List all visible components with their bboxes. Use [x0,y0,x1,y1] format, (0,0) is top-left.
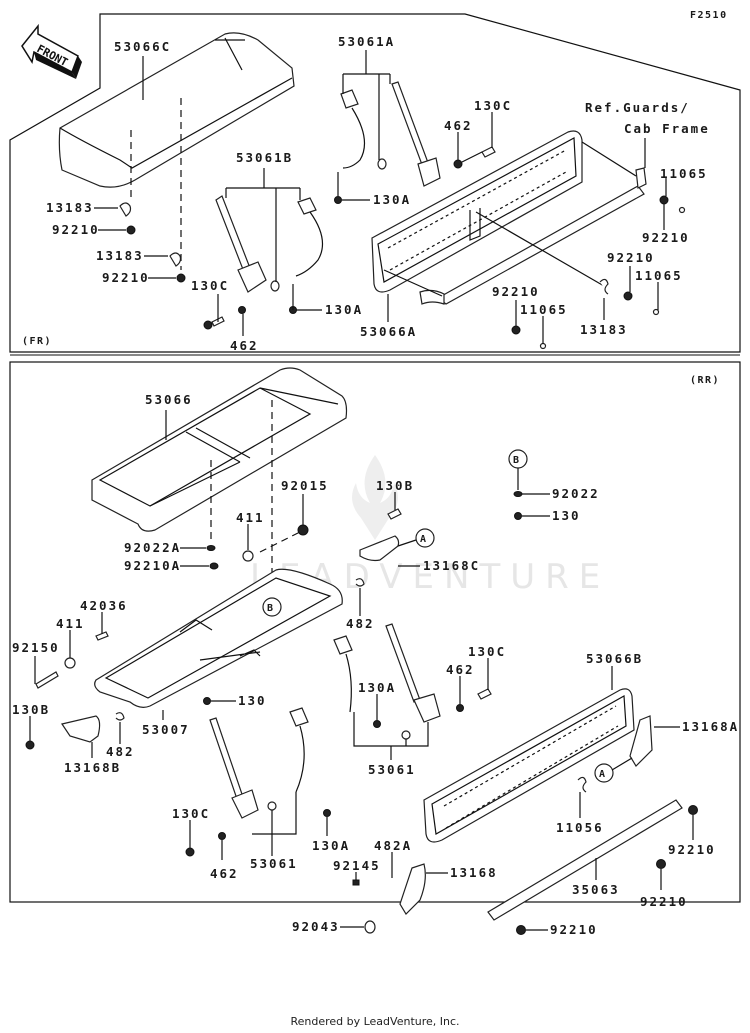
label-13183-1: 13183 [46,200,94,215]
front-panel: (FR) 53066C 13183 92210 13183 92210 [9,13,741,356]
label-53007: 53007 [142,722,190,737]
label-130c-lower: 130C [191,278,229,293]
label-130b-top: 130B [376,478,414,493]
label-11065-1: 11065 [660,166,708,181]
front-panel-border [9,13,741,353]
label-130a-right: 130A [358,680,396,695]
label-92210-4: 92210 [607,250,655,265]
rear-panel: (RR) 53066 92022A 92210A 411 92015 130B [9,361,741,937]
label-92150: 92150 [12,640,60,655]
label-482a: 482A [374,838,412,853]
seat-belt-rear-right [333,623,441,747]
rear-panel-tag: (RR) [690,375,720,386]
seatback-front [371,130,583,293]
label-53061b: 53061B [236,150,293,165]
callout-a-right-label: A [599,769,607,780]
label-92210-5: 92210 [492,284,540,299]
label-13168a: 13168A [682,719,739,734]
label-53066b: 53066B [586,651,643,666]
label-462-lower: 462 [230,338,259,353]
label-35063: 35063 [572,882,620,897]
label-462-right: 462 [446,662,475,677]
grab-bar-front [383,141,647,305]
label-462-left: 462 [210,866,239,881]
label-130-b: 130 [552,508,581,523]
label-53061a: 53061A [338,34,395,49]
label-130a-lower: 130A [325,302,363,317]
label-13168c: 13168C [423,558,480,573]
label-92210-3: 92210 [642,230,690,245]
rear-panel-border [9,361,741,903]
clamp-icon [119,202,186,283]
ref-note-line1: Ref.Guards/ [585,100,690,115]
label-53066a: 53066A [360,324,417,339]
label-411-top: 411 [236,510,265,525]
label-130a-upper: 130A [373,192,411,207]
label-482-left: 482 [106,744,135,759]
ref-note-line2: Cab Frame [624,121,710,136]
callout-b-frame [262,597,282,617]
label-92022: 92022 [552,486,600,501]
front-panel-tag: (FR) [22,336,52,347]
label-13183-3: 13183 [580,322,628,337]
label-92210-bottom: 92210 [550,922,598,937]
label-11056: 11056 [556,820,604,835]
seat-belt-rear-left [209,707,331,835]
seat-belt-b [215,187,324,293]
grab-rod [487,799,683,921]
label-482-top: 482 [346,616,375,631]
callout-a-top [415,528,435,548]
label-130c-left: 130C [172,806,210,821]
label-130-mid: 130 [238,693,267,708]
label-11065-3: 11065 [520,302,568,317]
seatback-rear [423,688,635,843]
label-92210-2: 92210 [102,270,150,285]
label-462-upper: 462 [444,118,473,133]
label-92022a: 92022A [124,540,181,555]
bracket-13168 [399,863,426,915]
front-arrow-icon: FRONT [21,23,82,79]
label-92210a: 92210A [124,558,181,573]
label-53061-right: 53061 [368,762,416,777]
label-13168: 13168 [450,865,498,880]
label-53066c: 53066C [114,39,171,54]
label-92210-1: 92210 [52,222,100,237]
label-130a-left: 130A [312,838,350,853]
label-92043: 92043 [292,919,340,934]
label-411-left: 411 [56,616,85,631]
callout-a-right [594,763,614,783]
figure-code: F2510 [690,10,728,21]
bolt-icon [203,284,297,330]
label-130c-right: 130C [468,644,506,659]
label-13168b: 13168B [64,760,121,775]
seat-cushion-front [58,32,295,270]
label-11065-2: 11065 [635,268,683,283]
seat-frame [94,568,343,708]
label-92210-r1: 92210 [668,842,716,857]
seat-belt-a [334,73,441,204]
label-42036: 42036 [80,598,128,613]
label-130b-left: 130B [12,702,50,717]
label-53066: 53066 [145,392,193,407]
footer-credit: Rendered by LeadVenture, Inc. [290,1015,460,1028]
label-13183-2: 13183 [96,248,144,263]
label-92145: 92145 [333,858,381,873]
callout-a-top-label: A [420,534,428,545]
label-130c-upper: 130C [474,98,512,113]
pin-92043 [364,920,376,934]
callout-b-frame-label: B [267,603,275,614]
callout-b-right-label: B [513,455,521,466]
seat-cushion-rear [91,367,348,532]
label-92210-r2: 92210 [640,894,688,909]
label-53061-left: 53061 [250,856,298,871]
label-92015: 92015 [281,478,329,493]
